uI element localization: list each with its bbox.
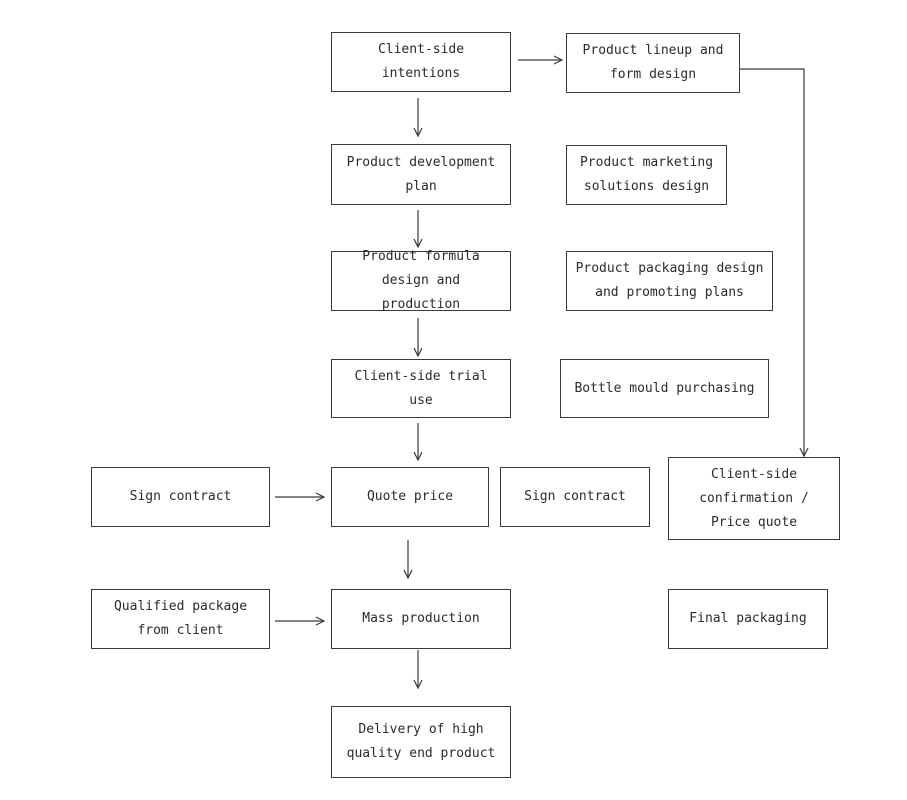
node-final-packaging: Final packaging <box>668 589 828 649</box>
node-client-intentions: Client-side intentions <box>331 32 511 92</box>
node-quote-price: Quote price <box>331 467 489 527</box>
node-delivery: Delivery of high quality end product <box>331 706 511 778</box>
node-sign-contract-left: Sign contract <box>91 467 270 527</box>
node-product-packaging: Product packaging design and promoting p… <box>566 251 773 311</box>
node-client-trial-use: Client-side trial use <box>331 359 511 418</box>
node-product-lineup: Product lineup and form design <box>566 33 740 93</box>
node-product-marketing: Product marketing solutions design <box>566 145 727 205</box>
node-sign-contract-right: Sign contract <box>500 467 650 527</box>
node-bottle-mould: Bottle mould purchasing <box>560 359 769 418</box>
edge-lineup-to-confirmation <box>740 68 804 456</box>
node-product-development-plan: Product development plan <box>331 144 511 205</box>
node-client-confirmation: Client-side confirmation / Price quote <box>668 457 840 540</box>
node-mass-production: Mass production <box>331 589 511 649</box>
node-qualified-package: Qualified package from client <box>91 589 270 649</box>
node-product-formula: Product formula design and production <box>331 249 511 312</box>
